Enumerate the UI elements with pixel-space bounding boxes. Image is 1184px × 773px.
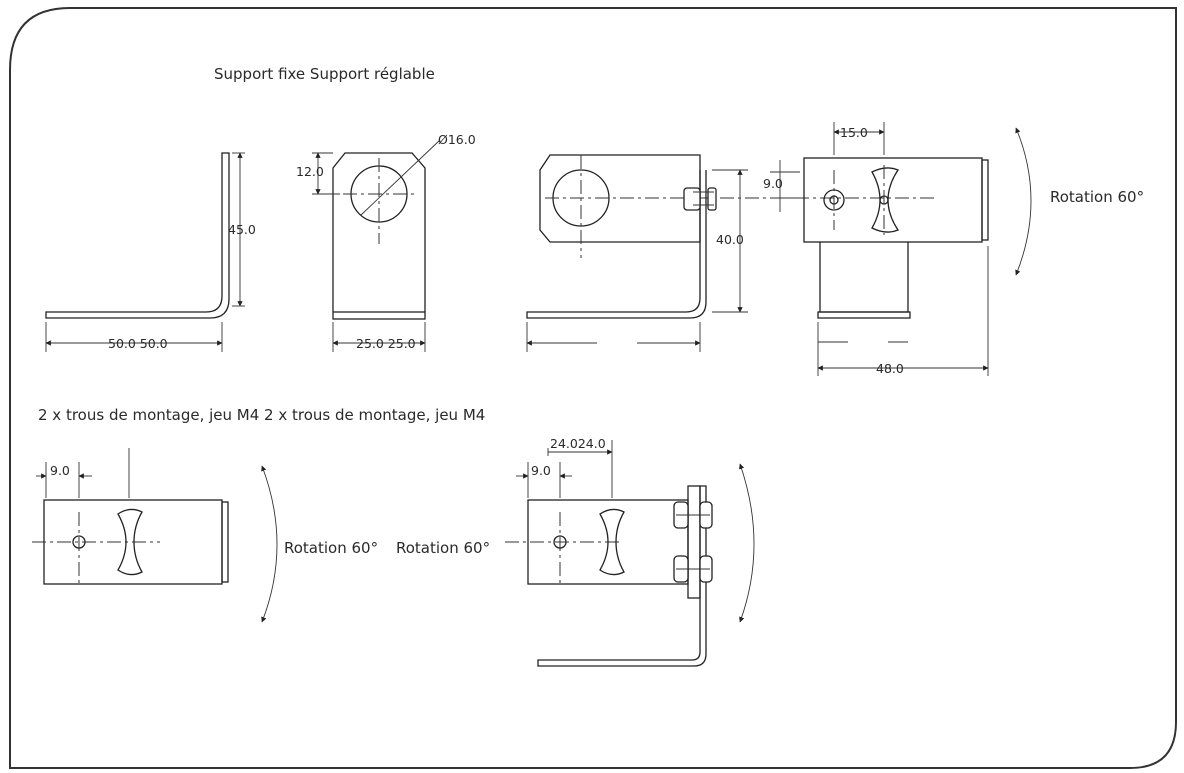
bottom-left-plate: 9.0 Rotation 60° <box>32 448 378 623</box>
dim-side-height: 45.0 <box>228 222 256 237</box>
title-top: Support fixe Support réglable <box>214 65 435 83</box>
drawing-frame <box>9 7 1177 769</box>
dim-adj-slot: 15.0 <box>840 125 868 140</box>
title-middle: 2 x trous de montage, jeu M4 2 x trous d… <box>38 406 485 424</box>
dim-hole-diameter: Ø16.0 <box>438 132 476 147</box>
side-view-bracket: 45.0 50.0 50.0 <box>45 152 256 352</box>
dim-adj-height: 40.0 <box>716 232 744 247</box>
dim-side-length: 50.0 50.0 <box>108 336 168 351</box>
rotation-label-top: Rotation 60° <box>1050 188 1144 206</box>
dim-adj-offset: 9.0 <box>763 176 783 191</box>
dim-adj-total: 48.0 <box>876 361 904 376</box>
dim-bottom-right-offset: 9.0 <box>531 463 551 478</box>
dim-front-width: 25.0 25.0 <box>356 336 416 351</box>
dim-hole-offset: 12.0 <box>296 164 324 179</box>
rotation-label-bottom-right: Rotation 60° <box>396 539 490 557</box>
bottom-right-plate: Rotation 60° 24.024.0 9.0 <box>396 436 755 667</box>
adjustable-front-view: 15.0 9.0 48.0 Rotation 60° <box>763 122 1144 376</box>
dim-bottom-left-offset: 9.0 <box>50 463 70 478</box>
dim-bottom-right-pos: 24.024.0 <box>550 436 606 451</box>
rotation-label-bottom-left: Rotation 60° <box>284 539 378 557</box>
adjustable-side-view: 40.0 <box>526 154 935 352</box>
front-view-bracket: Ø16.0 12.0 25.0 25.0 <box>296 132 476 352</box>
